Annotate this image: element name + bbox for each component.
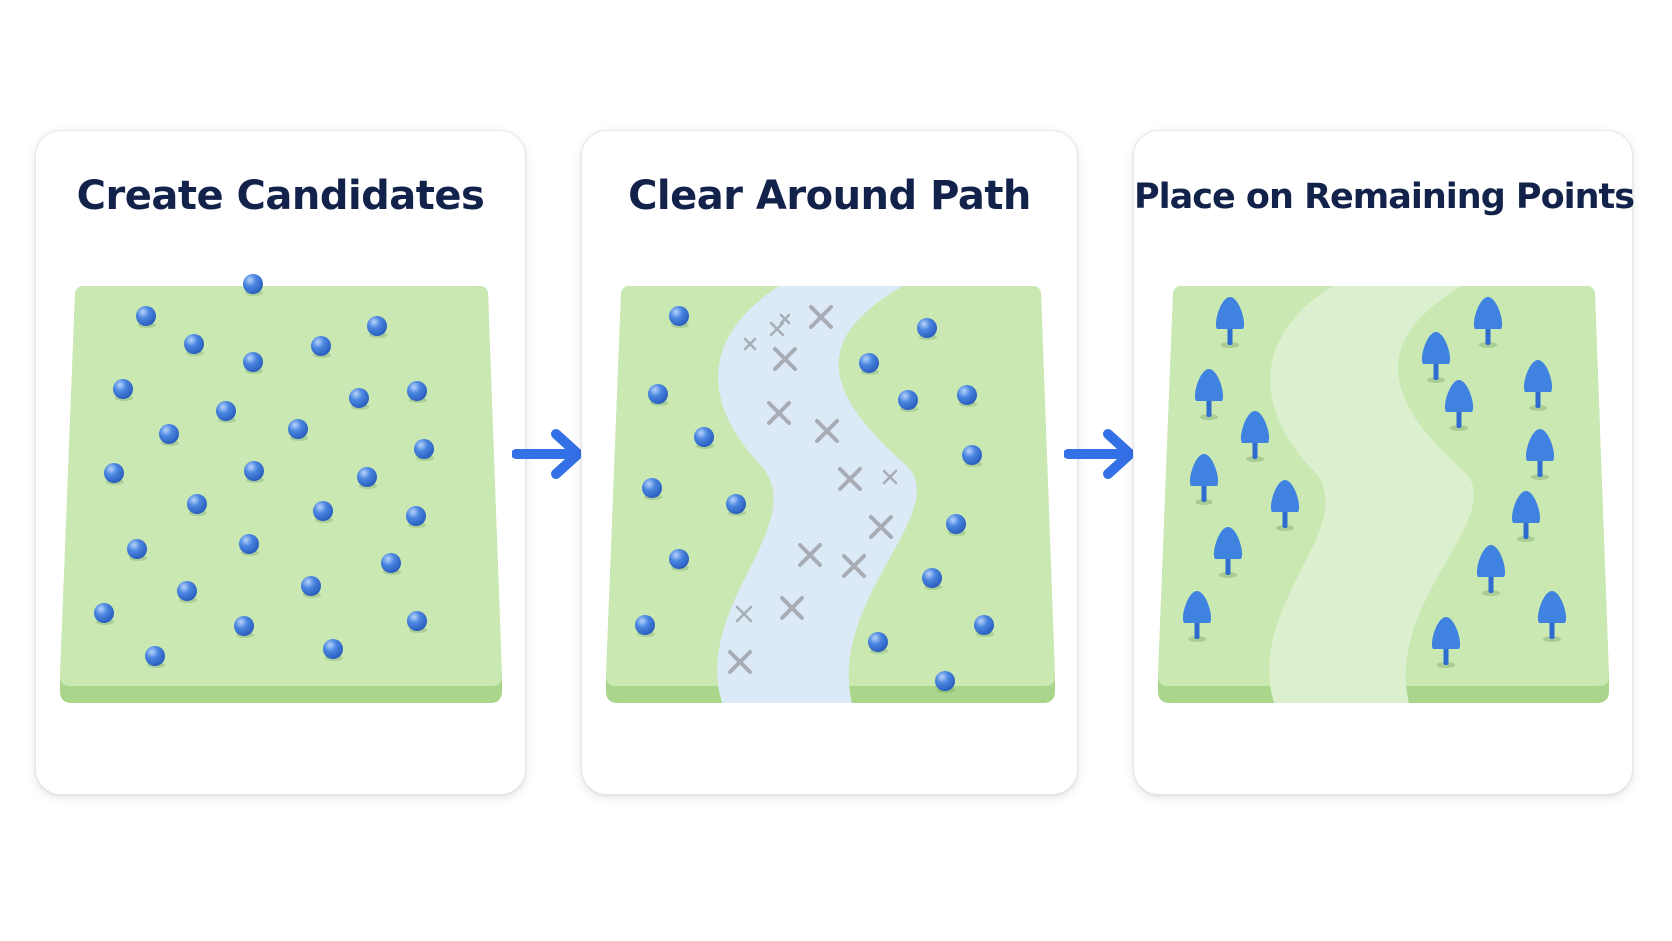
tree-icon: [1189, 454, 1219, 505]
tree-icon: [1525, 429, 1555, 480]
candidate-point-icon: [694, 427, 714, 449]
tree-icon: [1240, 411, 1270, 462]
candidate-point-icon: [136, 306, 156, 328]
removed-points: [728, 305, 898, 674]
cross-mark-icon: [779, 313, 791, 325]
cross-mark-icon: [735, 605, 753, 623]
cross-mark-icon: [773, 347, 797, 371]
candidate-point-icon: [113, 379, 133, 401]
cross-mark-icon: [869, 515, 893, 539]
candidate-point-icon: [145, 646, 165, 668]
tree-icon: [1444, 380, 1474, 431]
open-path: [1269, 286, 1474, 703]
panel-place-on-remaining-points: Place on Remaining Points: [1133, 130, 1635, 795]
candidate-point-icon: [859, 353, 879, 375]
cross-mark-icon: [809, 305, 833, 329]
candidate-point-icon: [104, 463, 124, 485]
candidate-point-icon: [922, 568, 942, 590]
cross-mark-icon: [838, 467, 862, 491]
candidate-point-icon: [381, 553, 401, 575]
tree-icon: [1421, 332, 1451, 383]
candidate-point-icon: [669, 306, 689, 328]
tree-icon: [1194, 369, 1224, 420]
candidate-point-icon: [935, 671, 955, 693]
kept-points: [635, 306, 994, 693]
candidate-point-icon: [974, 615, 994, 637]
arrow-right-icon: [512, 429, 583, 479]
candidate-point-icon: [726, 494, 746, 516]
candidate-point-icon: [407, 381, 427, 403]
candidate-point-icon: [414, 439, 434, 461]
candidate-point-icon: [94, 603, 114, 625]
cross-mark-icon: [882, 469, 898, 485]
panel-title: Create Candidates: [76, 173, 485, 219]
candidate-point-icon: [407, 611, 427, 633]
tree-icon: [1182, 591, 1212, 642]
candidate-point-icon: [311, 336, 331, 358]
cross-mark-icon: [842, 554, 866, 578]
panel-title: Clear Around Path: [628, 173, 1031, 219]
candidate-point-icon: [406, 506, 426, 528]
candidate-point-icon: [159, 424, 179, 446]
placed-trees: [1182, 297, 1567, 668]
tree-placement-illustration: [1158, 286, 1609, 703]
candidate-point-icon: [301, 576, 321, 598]
cross-mark-icon: [815, 419, 839, 443]
candidate-point-icon: [184, 334, 204, 356]
candidate-point-icon: [313, 501, 333, 523]
candidate-points: [94, 274, 434, 668]
candidate-point-icon: [946, 514, 966, 536]
candidate-point-icon: [868, 632, 888, 654]
candidate-point-icon: [635, 615, 655, 637]
path-clearing-illustration: [606, 286, 1055, 703]
tree-icon: [1215, 297, 1245, 348]
candidate-point-icon: [367, 316, 387, 338]
candidate-point-icon: [177, 581, 197, 603]
tree-icon: [1431, 617, 1461, 668]
candidate-point-icon: [234, 616, 254, 638]
arrow-right-icon: [1064, 429, 1135, 479]
cross-mark-icon: [728, 650, 752, 674]
tree-icon: [1213, 527, 1243, 578]
candidate-point-icon: [239, 534, 259, 556]
candidate-point-icon: [349, 388, 369, 410]
panel-clear-around-path: Clear Around Path: [581, 130, 1078, 795]
cross-mark-icon: [798, 543, 822, 567]
cross-mark-icon: [780, 596, 804, 620]
candidate-point-icon: [957, 385, 977, 407]
candidate-point-icon: [323, 639, 343, 661]
candidate-point-icon: [243, 352, 263, 374]
cross-mark-icon: [767, 401, 791, 425]
candidate-point-icon: [669, 549, 689, 571]
candidate-point-icon: [288, 419, 308, 441]
candidate-point-icon: [243, 274, 263, 296]
candidate-point-icon: [642, 478, 662, 500]
panel-title: Place on Remaining Points: [1134, 177, 1635, 217]
panel-create-candidates: Create Candidates: [35, 130, 526, 795]
field-top: [60, 286, 502, 686]
tree-icon: [1270, 480, 1300, 531]
cross-mark-icon: [769, 321, 785, 337]
candidate-point-icon: [357, 467, 377, 489]
candidate-point-icon: [648, 384, 668, 406]
cleared-path: [717, 286, 917, 703]
tree-icon: [1537, 591, 1567, 642]
tree-icon: [1476, 545, 1506, 596]
tree-icon: [1511, 491, 1541, 542]
candidate-point-icon: [898, 390, 918, 412]
candidate-point-icon: [244, 461, 264, 483]
tree-icon: [1523, 360, 1553, 411]
candidate-point-icon: [962, 445, 982, 467]
candidate-point-icon: [216, 401, 236, 423]
candidate-point-icon: [127, 539, 147, 561]
candidate-point-icon: [917, 318, 937, 340]
tree-icon: [1473, 297, 1503, 348]
cross-mark-icon: [743, 337, 757, 351]
candidate-point-icon: [187, 494, 207, 516]
candidates-field-illustration: [60, 274, 502, 703]
